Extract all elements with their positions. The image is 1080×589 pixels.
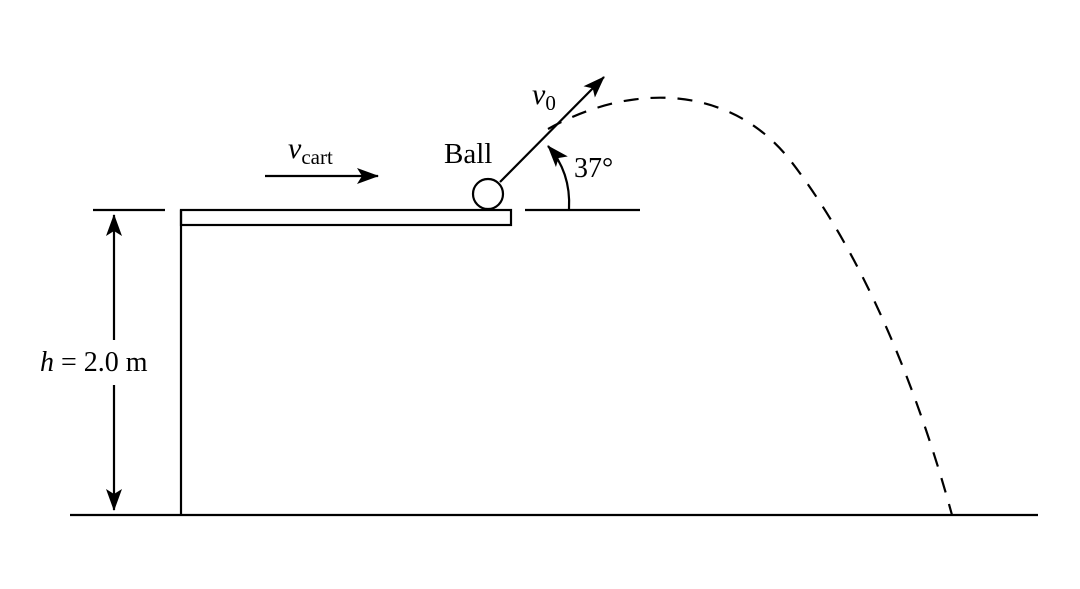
cart-velocity-label: vcart xyxy=(288,132,333,169)
ball xyxy=(471,177,505,211)
height-label: h = 2.0 m xyxy=(40,347,148,378)
cart-velocity-symbol: v xyxy=(288,132,302,165)
ball-label: Ball xyxy=(444,138,492,170)
cart-platform xyxy=(179,208,513,227)
angle-arc xyxy=(547,145,571,210)
height-value: = 2.0 m xyxy=(54,347,148,378)
initial-velocity-symbol: v xyxy=(532,78,546,111)
height-variable: h xyxy=(40,347,54,378)
cart-velocity-subscript: cart xyxy=(301,145,333,169)
angle-label: 37° xyxy=(574,153,613,184)
initial-velocity-subscript: 0 xyxy=(545,91,556,115)
initial-velocity-label: v0 xyxy=(532,78,556,115)
initial-velocity-arrow xyxy=(499,76,605,183)
